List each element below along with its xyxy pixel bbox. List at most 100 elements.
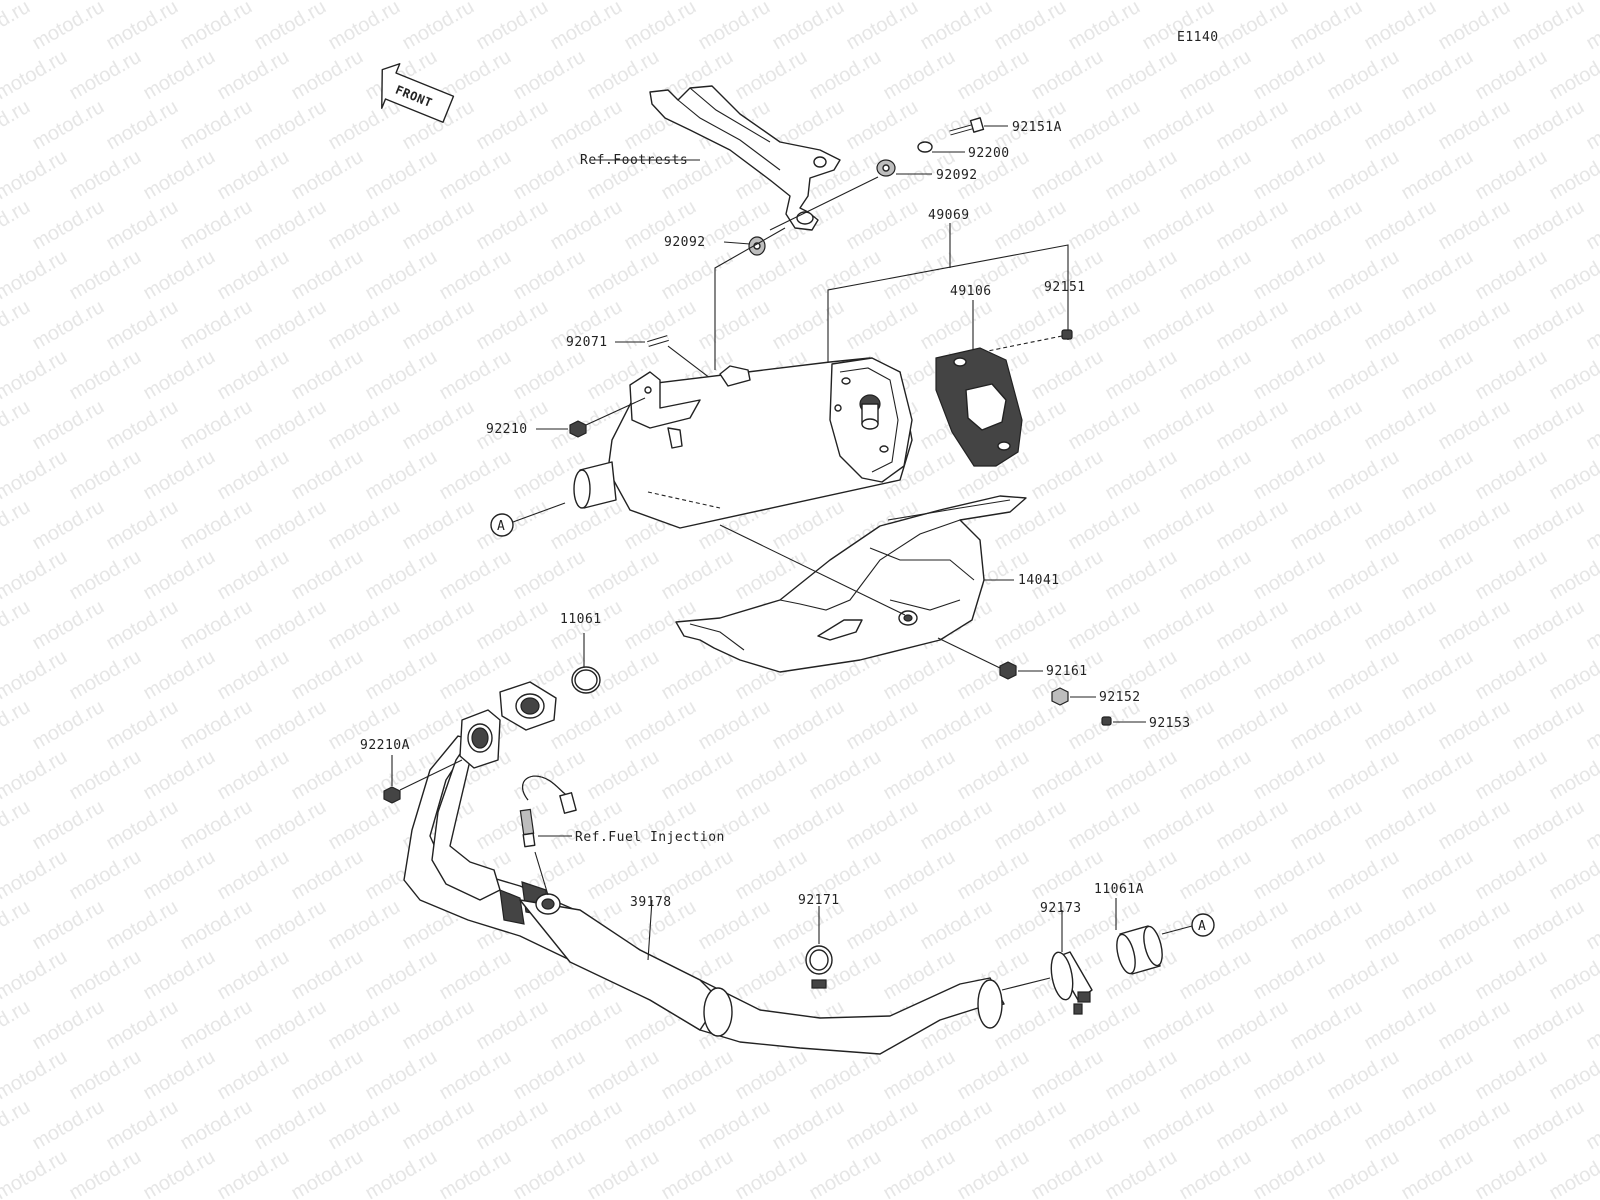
screw-92153-icon (1101, 716, 1112, 726)
watermark-text: motod.ru (251, 896, 330, 955)
watermark-text: motod.ru (843, 0, 922, 54)
callout-ref-footrests: Ref.Footrests (580, 153, 688, 168)
watermark-text: motod.ru (473, 1196, 552, 1200)
watermark-text: motod.ru (288, 146, 367, 205)
watermark-text: motod.ru (1472, 446, 1551, 505)
watermark-text: motod.ru (1361, 296, 1440, 355)
watermark-text: motod.ru (29, 296, 108, 355)
watermark-text: motod.ru (473, 1096, 552, 1155)
watermark-text: motod.ru (1398, 46, 1477, 105)
watermark-text: motod.ru (843, 1096, 922, 1155)
watermark-text: motod.ru (658, 546, 737, 605)
watermark-text: motod.ru (1583, 1196, 1600, 1200)
watermark-text: motod.ru (140, 446, 219, 505)
leader-49069 (827, 244, 1069, 368)
watermark-text: motod.ru (288, 246, 367, 305)
watermark-text: motod.ru (436, 546, 515, 605)
watermark-text: motod.ru (140, 1146, 219, 1200)
watermark-text: motod.ru (214, 346, 293, 405)
watermark-text: motod.ru (1435, 696, 1514, 755)
watermark-text: motod.ru (29, 396, 108, 455)
watermark-text: motod.ru (29, 696, 108, 755)
watermark-text: motod.ru (177, 996, 256, 1055)
watermark-text: motod.ru (399, 1196, 478, 1200)
watermark-text: motod.ru (66, 746, 145, 805)
watermark-text: motod.ru (436, 146, 515, 205)
watermark-text: motod.ru (362, 546, 441, 605)
watermark-text: motod.ru (1583, 1096, 1600, 1155)
watermark-text: motod.ru (732, 746, 811, 805)
callout-ref-a-left: A (497, 519, 505, 534)
watermark-text: motod.ru (1287, 396, 1366, 455)
watermark-text: motod.ru (621, 696, 700, 755)
watermark-text: motod.ru (1028, 1046, 1107, 1105)
watermark-text: motod.ru (1250, 46, 1329, 105)
sleeve-11061A-icon (1116, 925, 1163, 975)
callout-49106: 49106 (950, 284, 992, 299)
watermark-text: motod.ru (0, 596, 34, 655)
watermark-text: motod.ru (1213, 896, 1292, 955)
watermark-text: motod.ru (1509, 496, 1588, 555)
watermark-text: motod.ru (1509, 396, 1588, 455)
watermark-text: motod.ru (1472, 1146, 1551, 1200)
watermark-text: motod.ru (1324, 946, 1403, 1005)
watermark-text: motod.ru (177, 896, 256, 955)
watermark-text: motod.ru (362, 146, 441, 205)
watermark-text: motod.ru (362, 1146, 441, 1200)
watermark-text: motod.ru (1028, 446, 1107, 505)
watermark-text: motod.ru (843, 1196, 922, 1200)
watermark-text: motod.ru (399, 296, 478, 355)
callout-92092-left: 92092 (664, 235, 706, 250)
watermark-text: motod.ru (473, 96, 552, 155)
watermark-text: motod.ru (1435, 596, 1514, 655)
watermark-text: motod.ru (621, 0, 700, 54)
leader-92092-top-2 (769, 176, 879, 231)
watermark-text: motod.ru (29, 796, 108, 855)
callout-92071: 92071 (566, 335, 608, 350)
watermark-text: motod.ru (1583, 996, 1600, 1055)
watermark-text: motod.ru (1213, 496, 1292, 555)
watermark-text: motod.ru (325, 96, 404, 155)
leader-92210A-2 (399, 759, 463, 791)
watermark-text: motod.ru (29, 1096, 108, 1155)
watermark-text: motod.ru (621, 796, 700, 855)
watermark-text: motod.ru (251, 296, 330, 355)
watermark-text: motod.ru (1250, 746, 1329, 805)
watermark-text: motod.ru (1287, 0, 1366, 54)
watermark-text: motod.ru (1213, 1196, 1292, 1200)
watermark-text: motod.ru (843, 896, 922, 955)
watermark-text: motod.ru (29, 496, 108, 555)
watermark-text: motod.ru (843, 196, 922, 255)
watermark-text: motod.ru (288, 446, 367, 505)
watermark-text: motod.ru (288, 46, 367, 105)
watermark-text: motod.ru (1472, 46, 1551, 105)
watermark-text: motod.ru (103, 796, 182, 855)
watermark-text: motod.ru (880, 0, 959, 4)
watermark-text: motod.ru (0, 0, 34, 54)
end-cap-49106 (935, 347, 1023, 467)
watermark-text: motod.ru (1287, 796, 1366, 855)
watermark-text: motod.ru (732, 46, 811, 105)
watermark-text: motod.ru (0, 646, 71, 705)
watermark-text: motod.ru (1213, 1096, 1292, 1155)
callout-92151A: 92151A (1012, 120, 1062, 135)
watermark-text: motod.ru (1361, 0, 1440, 54)
watermark-text: motod.ru (1546, 646, 1600, 705)
watermark-text: motod.ru (0, 996, 34, 1055)
watermark-text: motod.ru (1139, 496, 1218, 555)
watermark-text: motod.ru (399, 596, 478, 655)
watermark-text: motod.ru (1583, 696, 1600, 755)
watermark-text: motod.ru (621, 1196, 700, 1200)
watermark-text: motod.ru (0, 746, 71, 805)
watermark-text: motod.ru (1065, 396, 1144, 455)
watermark-text: motod.ru (510, 1046, 589, 1105)
watermark-text: motod.ru (1213, 196, 1292, 255)
screw-92151-icon (1061, 329, 1073, 340)
watermark-text: motod.ru (103, 696, 182, 755)
watermark-text: motod.ru (510, 46, 589, 105)
watermark-text: motod.ru (362, 446, 441, 505)
watermark-text: motod.ru (1398, 0, 1477, 4)
watermark-text: motod.ru (1546, 846, 1600, 905)
watermark-text: motod.ru (251, 996, 330, 1055)
watermark-text: motod.ru (140, 746, 219, 805)
